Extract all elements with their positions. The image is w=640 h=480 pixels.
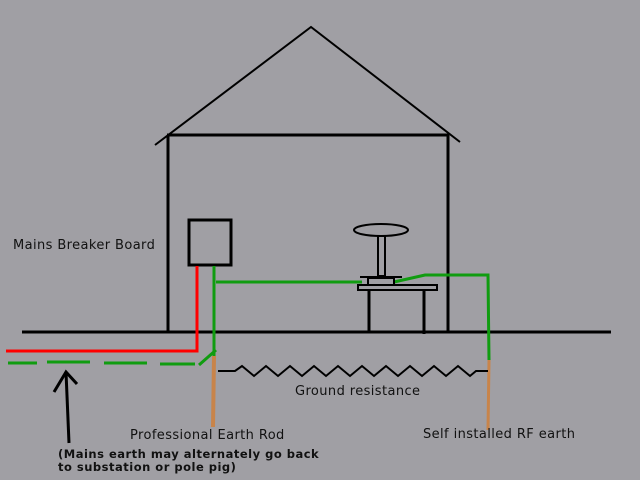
arrow-up-icon xyxy=(52,369,79,444)
house-roof xyxy=(154,25,461,146)
mains-earth-note: (Mains earth may alternately go back to … xyxy=(58,448,319,474)
live-wire xyxy=(6,266,199,353)
radio-equipment xyxy=(353,223,438,334)
ground-resistance-label: Ground resistance xyxy=(295,384,421,399)
rf-earth-rod xyxy=(486,359,491,431)
breaker-board-box xyxy=(187,218,233,267)
earth-wire-rf xyxy=(393,273,491,361)
breaker-board-label: Mains Breaker Board xyxy=(13,238,156,253)
note-line-1: (Mains earth may alternately go back xyxy=(58,447,320,461)
ground-resistance-resistor xyxy=(218,364,488,378)
professional-rod-label: Professional Earth Rod xyxy=(130,428,285,443)
professional-earth-rod xyxy=(211,355,216,428)
rf-earth-label: Self installed RF earth xyxy=(423,427,576,442)
note-line-2: to substation or pole pig) xyxy=(58,460,237,474)
